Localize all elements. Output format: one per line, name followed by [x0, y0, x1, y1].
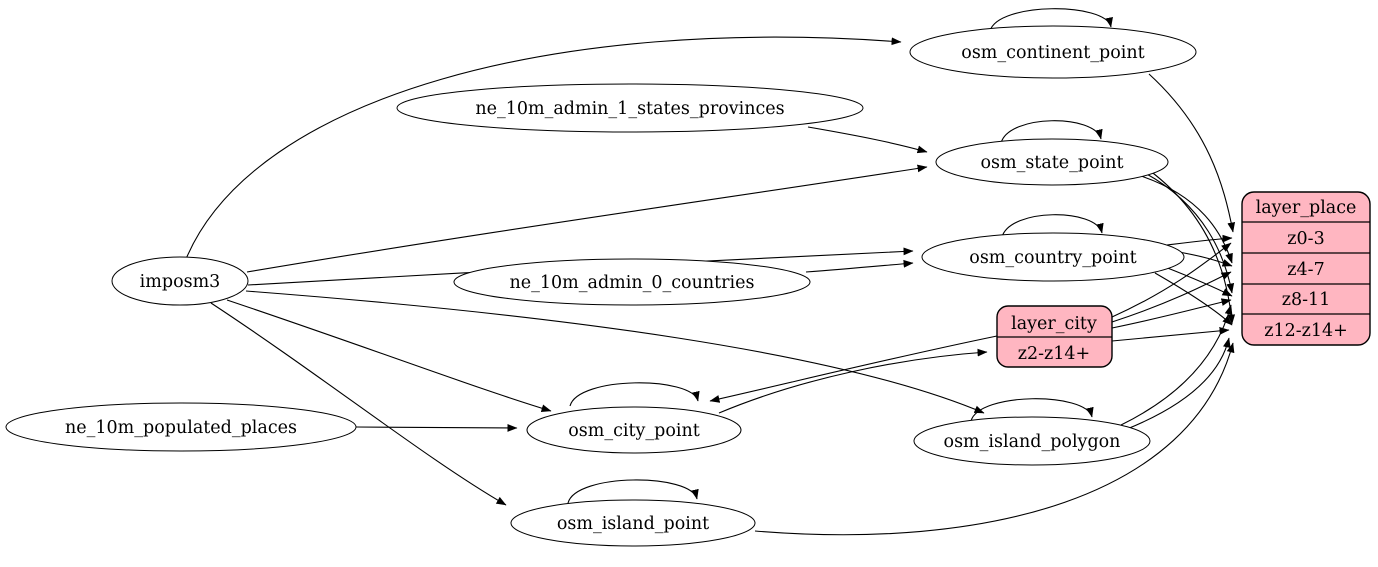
- record-layer_place-row-z12-z14: z12-z14+: [1264, 321, 1348, 341]
- node-osm_island_polygon-label: osm_island_polygon: [944, 432, 1121, 452]
- edge-selfloop-osm_island_point: [567, 479, 699, 504]
- node-osm_country_point: osm_country_point: [921, 232, 1185, 282]
- node-osm_city_point: osm_city_point: [526, 406, 742, 454]
- record-layer_place-row-z4-7: z4-7: [1287, 260, 1324, 280]
- node-osm_island_point-label: osm_island_point: [557, 514, 709, 534]
- node-osm_state_point: osm_state_point: [935, 138, 1169, 186]
- edge-layer_city-z4-7: [1111, 271, 1232, 323]
- node-osm_continent_point-shape: [909, 25, 1197, 79]
- edge-osm_island_polygon-z12-z14: [1126, 337, 1231, 430]
- node-osm_city_point-shape: [526, 406, 742, 454]
- record-layer_place: layer_place z0-3 z4-7 z8-11 z12-z14+: [1241, 191, 1371, 346]
- node-ne_10m_populated_places-shape: [5, 402, 357, 452]
- edge-osm_continent_point-z0-3: [1148, 73, 1236, 233]
- edge-selfloop-osm_country_point: [1001, 214, 1104, 238]
- node-ne_10m_admin_1_states_provinces-shape: [396, 83, 864, 133]
- node-ne_10m_admin_0_countries-label: ne_10m_admin_0_countries: [510, 273, 755, 293]
- record-layer_place-title: layer_place: [1256, 198, 1357, 218]
- edge-imposm3-osm_continent_point: [185, 36, 902, 260]
- edge-layer_city-z8-11: [1111, 298, 1232, 329]
- node-osm_state_point-label: osm_state_point: [980, 153, 1123, 173]
- node-imposm3: imposm3: [111, 256, 249, 306]
- record-layer_city: layer_city z2-z14+: [996, 305, 1113, 368]
- edge-imposm3-osm_state_point: [246, 164, 928, 273]
- node-ne_10m_admin_0_countries: ne_10m_admin_0_countries: [453, 258, 811, 306]
- edge-layer_city-z12-z14: [1111, 326, 1230, 342]
- node-imposm3-shape: [111, 256, 249, 306]
- node-ne_10m_admin_1_states_provinces-label: ne_10m_admin_1_states_provinces: [475, 99, 784, 119]
- edge-layer_city-osm_city_point: [709, 335, 998, 403]
- record-layer_city-title: layer_city: [1011, 314, 1097, 334]
- edge-osm_country_point-z8-11: [1164, 266, 1233, 297]
- edge-osm_island_polygon-z8-11: [1120, 304, 1233, 426]
- edge-osm_city_point-layer_city: [718, 348, 988, 414]
- edge-ne_10m_populated_places-osm_city_point: [355, 424, 518, 432]
- edge-imposm3-osm_island_point: [210, 302, 507, 506]
- node-osm_continent_point: osm_continent_point: [909, 25, 1197, 79]
- node-osm_island_polygon-shape: [913, 416, 1151, 466]
- edge-osm_state_point-z4-7: [1140, 175, 1233, 264]
- node-ne_10m_admin_1_states_provinces: ne_10m_admin_1_states_provinces: [396, 83, 864, 133]
- edge-selfloop-osm_state_point: [1000, 120, 1103, 144]
- record-layer_place-box: [1241, 191, 1371, 346]
- node-imposm3-label: imposm3: [140, 272, 221, 292]
- node-ne_10m_populated_places-label: ne_10m_populated_places: [65, 418, 297, 438]
- record-layer_city-row-z2-z14: z2-z14+: [1018, 344, 1090, 364]
- edge-layer: [185, 8, 1236, 536]
- node-osm_country_point-shape: [921, 232, 1185, 282]
- edge-ne_10m_admin_0_countries-osm_country_point: [805, 259, 914, 273]
- node-osm_island_point-shape: [510, 499, 756, 547]
- node-ne_10m_admin_0_countries-shape: [453, 258, 811, 306]
- node-osm_city_point-label: osm_city_point: [568, 421, 700, 441]
- node-ne_10m_populated_places: ne_10m_populated_places: [5, 402, 357, 452]
- edge-ne_10m_admin_1_states_provinces-osm_state_point: [807, 126, 928, 154]
- edge-osm_island_point-z12-z14: [754, 342, 1235, 536]
- edge-selfloop-osm_city_point: [569, 382, 700, 407]
- record-layer_place-row-z8-11: z8-11: [1282, 290, 1331, 310]
- edge-selfloop-osm_island_polygon: [970, 398, 1094, 422]
- node-osm_state_point-shape: [935, 138, 1169, 186]
- edge-osm_country_point-z12-z14: [1154, 272, 1233, 326]
- node-osm_island_point: osm_island_point: [510, 499, 756, 547]
- node-osm_continent_point-label: osm_continent_point: [961, 43, 1144, 63]
- record-layer_place-row-z0-3: z0-3: [1287, 229, 1324, 249]
- edge-imposm3-osm_city_point: [226, 299, 552, 412]
- edge-layer_city-z0-3: [1111, 242, 1232, 318]
- edge-osm_country_point-z0-3: [1166, 234, 1233, 246]
- node-osm_island_polygon: osm_island_polygon: [913, 416, 1151, 466]
- node-osm_country_point-label: osm_country_point: [969, 248, 1136, 268]
- edge-selfloop-osm_continent_point: [989, 8, 1113, 32]
- edge-imposm3-osm_island_polygon: [245, 290, 985, 414]
